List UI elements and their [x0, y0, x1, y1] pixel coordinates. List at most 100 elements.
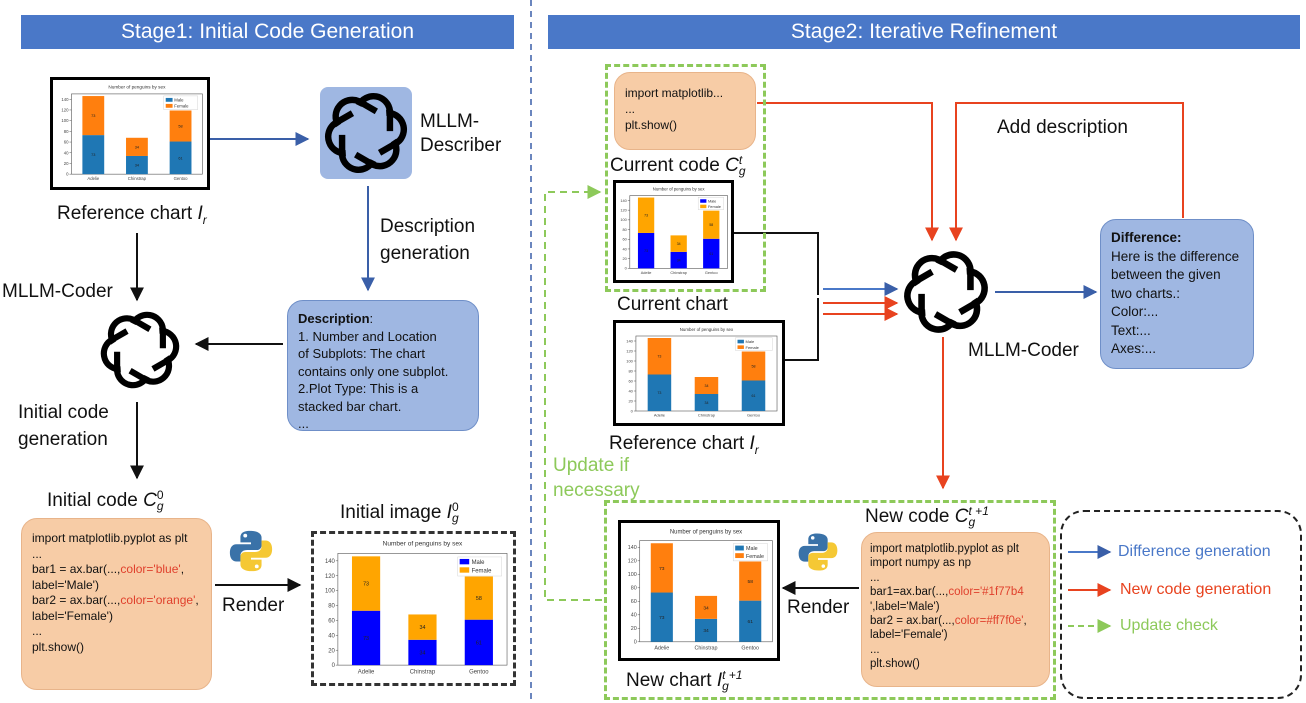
y-tick-label: 140 — [626, 338, 633, 343]
code-line: ... — [32, 624, 43, 638]
bar-female — [650, 543, 673, 593]
legend-label: Female — [746, 345, 760, 350]
x-tick-label: Chinstrap — [670, 270, 687, 275]
legend-swatch — [700, 199, 707, 203]
difference-line: Text:... — [1111, 322, 1151, 338]
x-tick-label: Gentoo — [174, 176, 189, 181]
bar-male — [703, 238, 720, 269]
y-tick-label: 100 — [61, 118, 69, 123]
description-line: 2.Plot Type: This is a — [298, 381, 419, 396]
bar-female — [637, 197, 655, 233]
legend-label: Male — [472, 560, 486, 566]
code-line: label='Male') — [32, 577, 99, 592]
bar-value-label: 58 — [178, 125, 182, 129]
logo-stroke — [151, 327, 180, 372]
bar-male — [408, 639, 437, 666]
arrow-update-check — [544, 185, 602, 601]
y-tick-label: 40 — [328, 633, 335, 639]
y-tick-label: 100 — [620, 217, 626, 222]
python-yellow-part — [240, 540, 273, 572]
y-tick-label: 80 — [631, 586, 637, 592]
logo-stroke — [325, 110, 355, 157]
y-tick-label: 100 — [325, 589, 336, 595]
current-code-box: import matplotlib... ... plt.show() — [614, 72, 756, 150]
bar-male — [694, 394, 719, 411]
legend-swatch — [459, 558, 470, 565]
description-line: of Subplots: The chart — [298, 346, 425, 361]
difference-line: Color:... — [1111, 304, 1159, 319]
bar-female — [408, 614, 437, 640]
bar-female — [741, 351, 766, 381]
description-generation-label-1: Description — [380, 216, 476, 237]
code-line: ... — [870, 643, 880, 656]
code-line: ... — [625, 102, 636, 116]
python-blue-part — [229, 530, 262, 562]
chart-title: Number of penguins by sex — [670, 530, 742, 536]
python-eye — [821, 564, 826, 568]
bar-male — [739, 600, 762, 642]
y-tick-label: 80 — [628, 368, 633, 373]
code-line: ... — [32, 546, 43, 561]
code-line: import matplotlib... — [625, 86, 724, 100]
bar-value-label: 73 — [657, 391, 661, 395]
bar-value-label: 73 — [644, 249, 648, 253]
reference-chart-label: Reference chart Ir — [57, 203, 207, 227]
y-tick-label: 100 — [626, 358, 633, 363]
bar-value-label: 61 — [748, 619, 754, 625]
logo-stroke — [332, 96, 378, 128]
difference-line: between the given — [1111, 267, 1221, 282]
x-tick-label: Gentoo — [705, 270, 718, 275]
y-tick-label: 20 — [622, 256, 626, 261]
new-chart: Number of penguins by sex020406080100120… — [628, 530, 773, 651]
bar-female — [670, 235, 687, 252]
bar-value-label: 61 — [178, 156, 182, 160]
bar-value-label: 34 — [419, 651, 425, 657]
difference-line: Axes:... — [1111, 341, 1157, 356]
y-tick-label: 80 — [64, 129, 69, 134]
python-eye — [243, 533, 248, 538]
x-tick-label: Chinstrap — [694, 645, 717, 651]
x-tick-label: Adelie — [641, 270, 652, 275]
chart-title: Number of penguins by sex — [680, 327, 734, 332]
current-group-box — [605, 64, 766, 292]
legend-label: Male — [174, 98, 184, 103]
legend-label: Male — [746, 339, 755, 344]
y-tick-label: 100 — [628, 572, 637, 578]
y-tick-label: 60 — [631, 599, 637, 605]
difference-heading: Difference: — [1111, 230, 1182, 245]
y-tick-label: 120 — [61, 107, 69, 112]
legend-label: Female — [746, 554, 764, 560]
python-logo-right-icon — [798, 533, 838, 571]
description-line: stacked bar chart. — [298, 398, 402, 414]
mllm-coder-left-icon — [100, 311, 180, 389]
description-generation-label-2: generation — [380, 243, 470, 264]
arrow-add-description — [949, 102, 1184, 242]
chart-title: Number of penguins by sex — [383, 541, 463, 548]
line-current-chart-to-merge — [731, 232, 819, 295]
legend-label: Female — [708, 204, 721, 209]
bar-value-label: 73 — [659, 566, 665, 572]
current-chart-label: Current chart — [617, 294, 728, 315]
x-tick-label: Adelie — [358, 669, 375, 675]
bar-female — [647, 338, 672, 375]
legend-swatch — [737, 339, 744, 344]
bar-male — [650, 592, 673, 642]
bar-male — [694, 618, 718, 642]
code-line: import matplotlib.pyplot as plt — [870, 543, 1019, 555]
new-code-box: import matplotlib.pyplot as plt import n… — [861, 532, 1050, 687]
description-box: Description: 1. Number and Location of S… — [287, 300, 479, 431]
bar-female — [703, 210, 720, 239]
bar-value-label: 34 — [703, 628, 709, 634]
logo-stroke — [338, 134, 377, 173]
bar-value-label: 73 — [363, 636, 369, 642]
x-tick-label: Gentoo — [747, 413, 761, 418]
legend-label: Female — [174, 104, 189, 109]
y-tick-label: 40 — [631, 613, 637, 619]
logo-stroke — [933, 297, 981, 330]
code-line: bar1 = ax.bar(...,color='blue', — [32, 562, 185, 576]
y-tick-label: 120 — [626, 348, 633, 353]
mllm-describer-icon — [325, 93, 407, 173]
